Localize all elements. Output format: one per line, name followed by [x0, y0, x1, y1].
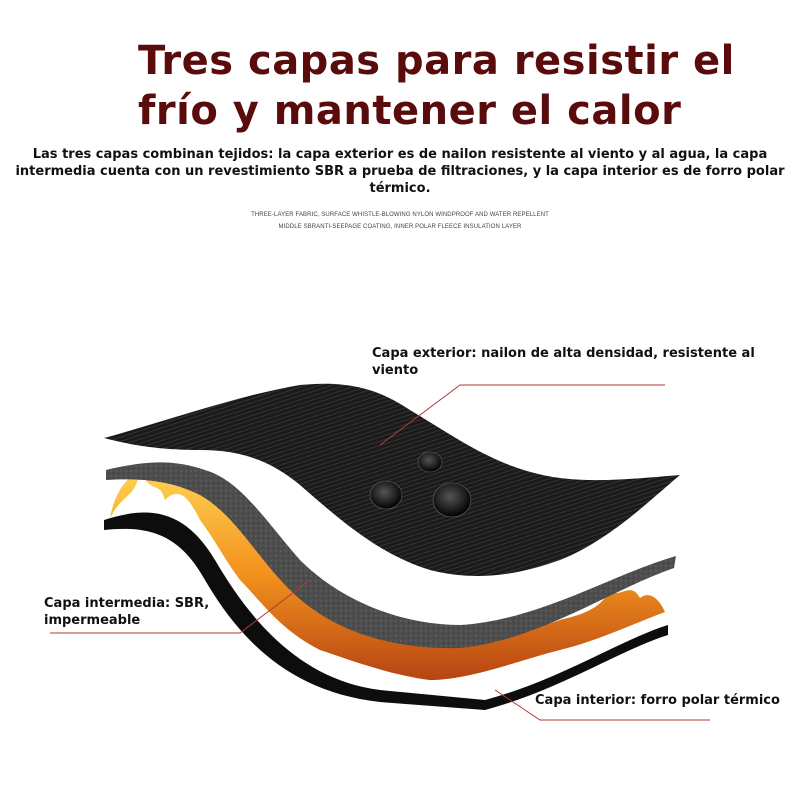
english-subtitle-line-1: THREE-LAYER FABRIC, SURFACE WHISTLE-BLOW… [251, 212, 549, 218]
callout-line-middle [50, 579, 311, 634]
english-subtitle: THREE-LAYER FABRIC, SURFACE WHISTLE-BLOW… [200, 209, 600, 233]
water-droplet [432, 482, 472, 518]
callout-line-outer [379, 384, 665, 446]
water-droplets [369, 451, 472, 518]
callout-inner-layer: Capa interior: forro polar térmico [535, 693, 780, 708]
callout-middle-layer: Capa intermedia: SBR, impermeable [44, 596, 210, 628]
water-droplet [369, 480, 403, 510]
page-title: Tres capas para resistir el frío y mante… [138, 36, 758, 136]
inner-layer [104, 468, 668, 710]
english-subtitle-line-2: MIDDLE SBRANTI-SEEPAGE COATING, INNER PO… [278, 224, 522, 230]
callout-outer-layer: Capa exterior: nailon de alta densidad, … [372, 346, 755, 378]
outer-layer [104, 383, 680, 576]
description: Las tres capas combinan tejidos: la capa… [15, 147, 785, 196]
title-line-2: frío y mantener el calor [138, 88, 682, 134]
middle-layer [106, 462, 676, 649]
water-droplet [417, 451, 443, 473]
flames [110, 468, 665, 680]
title-line-1: Tres capas para resistir el [138, 38, 735, 84]
callout-line-inner [494, 689, 710, 721]
